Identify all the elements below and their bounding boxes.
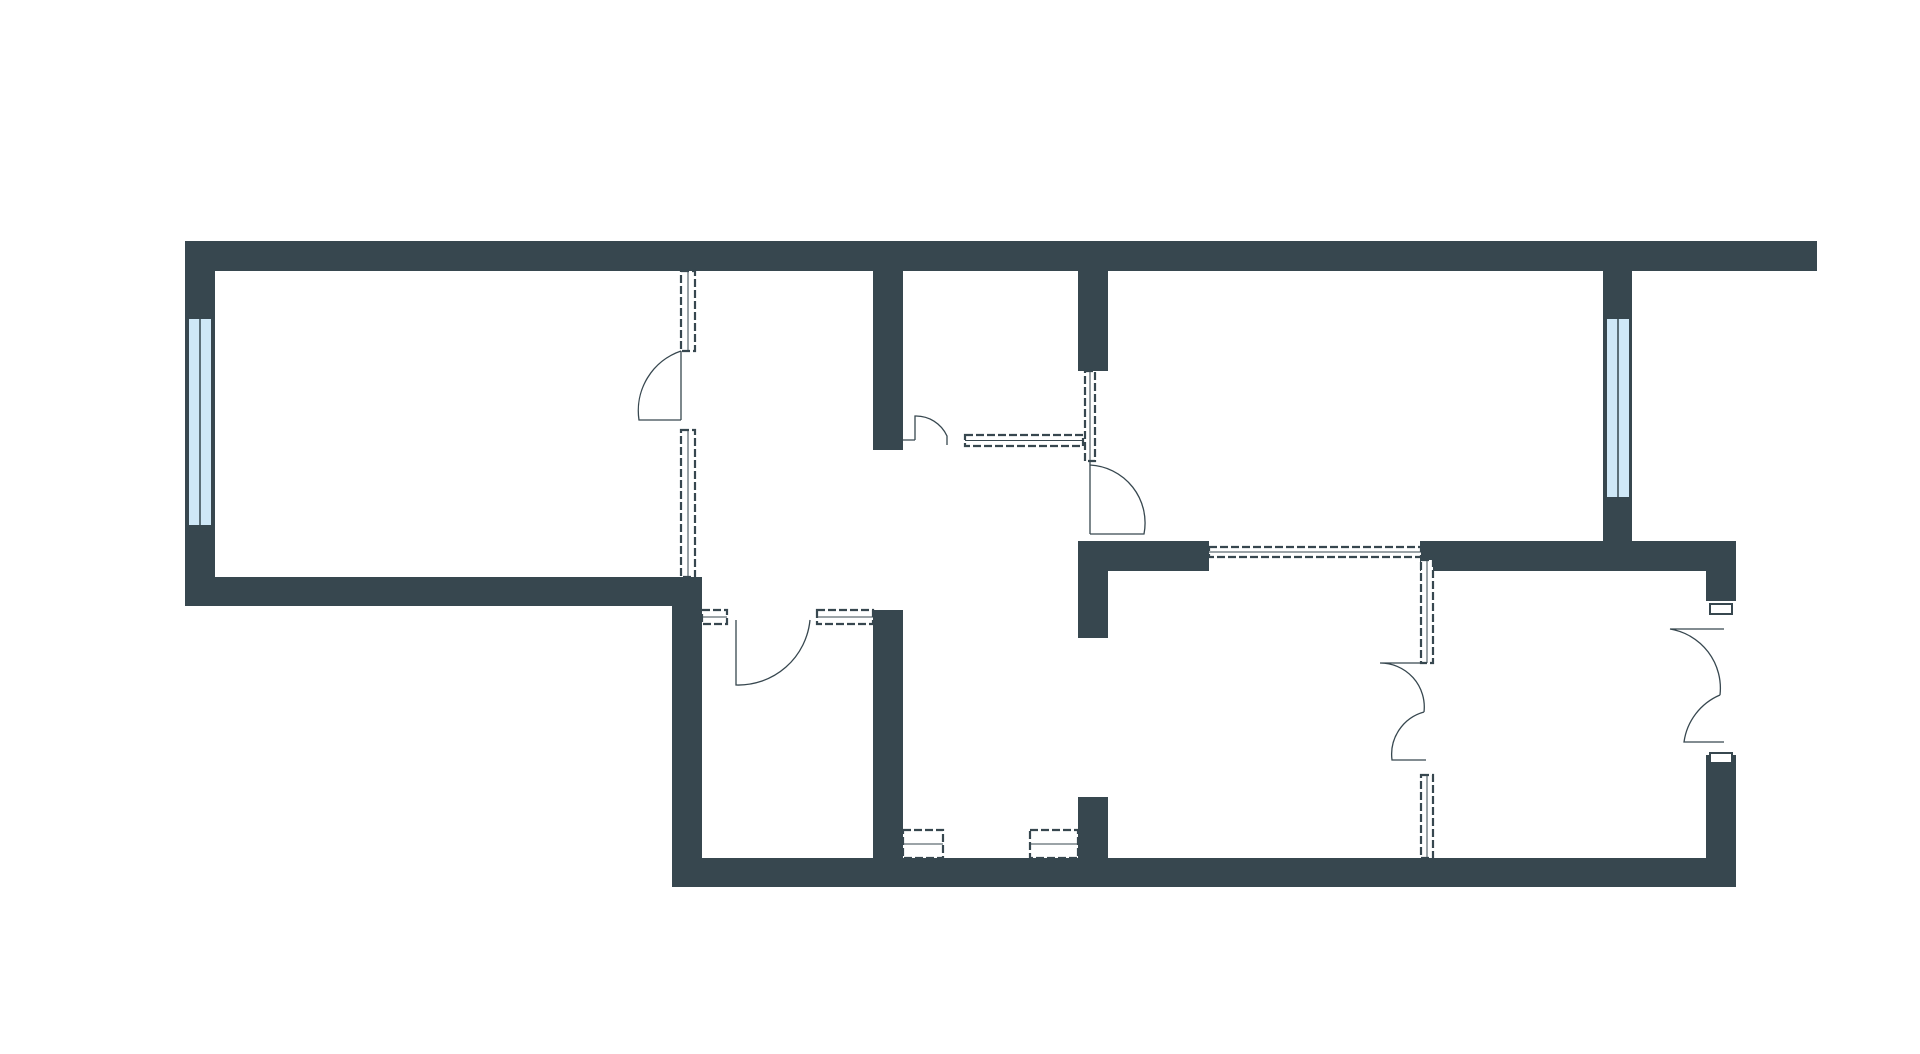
door-bathroom bbox=[903, 415, 948, 445]
wall-stub-top-right bbox=[1078, 241, 1108, 371]
wall-l-corner-horizontal bbox=[1078, 541, 1209, 571]
windows-layer bbox=[187, 317, 1631, 527]
door-living-room bbox=[637, 350, 682, 421]
outer-far-right-lower bbox=[1706, 755, 1736, 887]
outer-right-step-wall bbox=[1420, 541, 1736, 571]
wall-closet-divider bbox=[873, 610, 903, 887]
outer-step-wall bbox=[672, 577, 702, 887]
outer-bottom-wall bbox=[672, 858, 1736, 887]
wall-stub-bottom bbox=[1078, 797, 1108, 887]
entrance-jamb-top bbox=[1709, 603, 1733, 615]
door-entrance-double bbox=[1669, 628, 1724, 743]
entrance-jamb-bottom bbox=[1709, 752, 1733, 764]
outer-top-wall bbox=[185, 241, 1817, 271]
door-bedroom bbox=[1089, 461, 1146, 535]
door-storage bbox=[735, 619, 811, 686]
outer-far-right-wall bbox=[1706, 541, 1736, 601]
walls-layer bbox=[185, 241, 1817, 887]
doors-layer bbox=[637, 350, 1733, 764]
door-kitchen bbox=[1379, 662, 1426, 761]
wall-stub-top-center bbox=[873, 241, 903, 450]
partitions-layer bbox=[679, 269, 1435, 860]
outer-left-bottom-wall bbox=[185, 577, 702, 606]
